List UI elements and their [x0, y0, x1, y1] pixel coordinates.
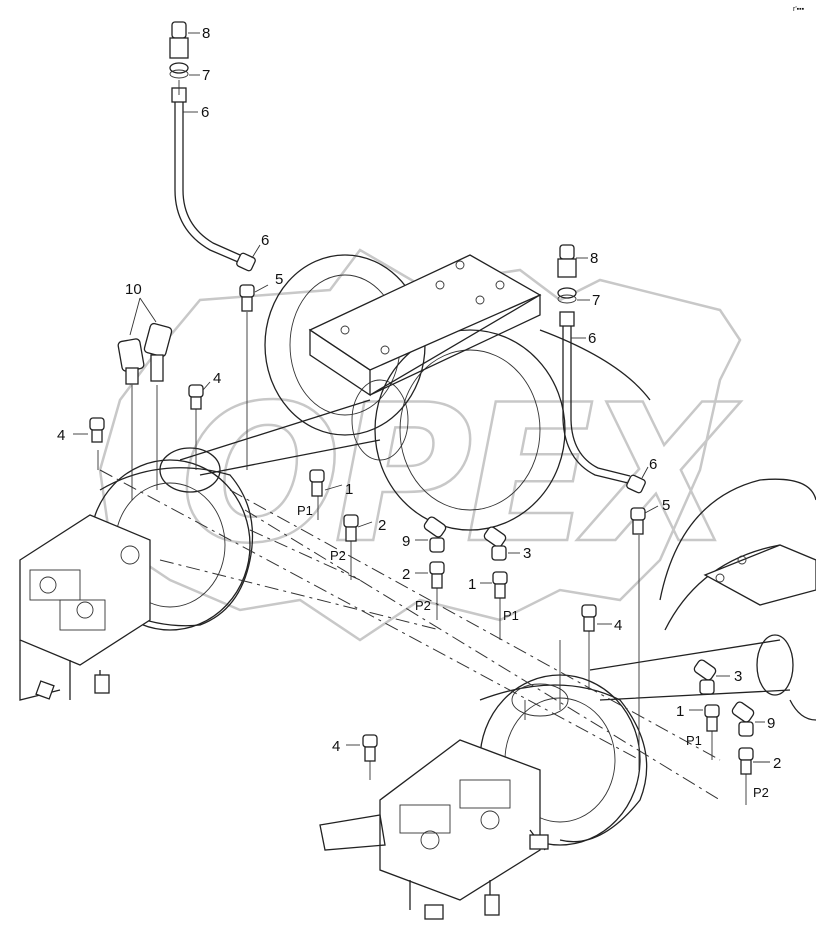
port-label-p1: P1: [297, 503, 313, 518]
port-labels: P1 P2 P2 P1 P1 P2: [297, 503, 769, 800]
callout-9: 9: [402, 533, 410, 550]
fitting-1-a-thread: [311, 481, 323, 497]
fitting-4-c[interactable]: [581, 604, 597, 618]
adapter-5-right-thread: [632, 519, 644, 535]
hose-6-right[interactable]: [562, 326, 629, 484]
fitting-2-a[interactable]: [343, 514, 359, 528]
port-label-p2: P2: [753, 785, 769, 800]
fittings: [89, 384, 755, 775]
callout-9: 9: [767, 715, 775, 732]
callout-7: 7: [592, 292, 600, 309]
callout-4: 4: [614, 617, 622, 634]
center-lines: [97, 312, 747, 805]
fitting-4-b[interactable]: [89, 417, 105, 431]
coupler-10-b[interactable]: [143, 322, 173, 358]
port-label-p1: P1: [503, 608, 519, 623]
hose-6-left[interactable]: [174, 102, 239, 263]
hose-end-6-right[interactable]: [559, 311, 575, 327]
fitting-2-b[interactable]: [429, 561, 445, 575]
watermark: OPEX: [98, 248, 751, 642]
callout-4: 4: [213, 370, 221, 387]
coupler-10-b-stem: [150, 354, 164, 382]
fitting-1-c-thread: [706, 716, 718, 732]
elbow-3-b[interactable]: [693, 659, 717, 682]
fitting-4-b-thread: [91, 429, 103, 443]
adapter-5-right[interactable]: [630, 507, 646, 521]
fitting-4-d[interactable]: [362, 734, 378, 748]
rear-axle-lower: [589, 478, 816, 721]
callout-4: 4: [57, 427, 65, 444]
adapter-5-left-thread: [241, 296, 253, 312]
fitting-1-a[interactable]: [309, 469, 325, 483]
callout-5: 5: [275, 271, 283, 288]
elbow-3-a-base: [491, 545, 507, 561]
callout-3: 3: [734, 668, 742, 685]
callout-2: 2: [378, 517, 386, 534]
elbow-6-left[interactable]: [236, 252, 256, 272]
corner-mark: r'▪▪▪: [793, 6, 805, 13]
callout-6: 6: [649, 456, 657, 473]
fitting-4-c-thread: [583, 616, 595, 632]
elbow-3-a[interactable]: [483, 526, 507, 549]
adapter-5-left[interactable]: [239, 284, 255, 298]
fitting-4-a[interactable]: [188, 384, 204, 398]
fitting-2-b-thread: [431, 573, 443, 589]
elbow-9-a[interactable]: [423, 516, 447, 539]
fitting-8-right[interactable]: [559, 244, 575, 260]
port-label-p2: P2: [415, 598, 431, 613]
callout-6: 6: [588, 330, 596, 347]
fitting-4-d-thread: [364, 746, 376, 762]
callout-2: 2: [402, 566, 410, 583]
fitting-1-b-thread: [494, 583, 506, 599]
fitting-1-b[interactable]: [492, 571, 508, 585]
quick-couplers-10: [117, 322, 173, 385]
fitting-4-a-thread: [190, 396, 202, 410]
fitting-8-right-body[interactable]: [557, 258, 577, 278]
callout-5: 5: [662, 497, 670, 514]
fitting-2-c-thread: [740, 759, 752, 775]
elbow-6-right[interactable]: [626, 474, 646, 494]
right-final-drive: [319, 674, 648, 920]
callout-8: 8: [202, 25, 210, 42]
port-label-p1: P1: [686, 733, 702, 748]
port-label-p2: P2: [330, 548, 346, 563]
callout-7: 7: [202, 67, 210, 84]
leader-lines: [73, 32, 770, 763]
callout-1: 1: [676, 703, 684, 720]
coupler-10-a-stem: [125, 367, 139, 385]
callout-labels: 8 7 6 6 5 10 4 4 1 2 9 3 2 1 8 7 6 6 5 4…: [57, 25, 781, 772]
callout-10: 10: [125, 281, 142, 298]
callout-6: 6: [201, 104, 209, 121]
callout-1: 1: [468, 576, 476, 593]
coupler-10-a[interactable]: [117, 338, 145, 372]
fitting-2-c[interactable]: [738, 747, 754, 761]
callout-1: 1: [345, 481, 353, 498]
elbow-9-a-base: [429, 537, 445, 553]
callout-8: 8: [590, 250, 598, 267]
callout-2: 2: [773, 755, 781, 772]
fitting-8-left[interactable]: [171, 21, 187, 39]
callout-4: 4: [332, 738, 340, 755]
callout-6: 6: [261, 232, 269, 249]
elbow-9-b[interactable]: [731, 701, 755, 724]
fitting-2-a-thread: [345, 526, 357, 542]
rear-axle-upper: [179, 254, 651, 531]
hose-assembly-right: [557, 244, 646, 535]
fitting-8-left-body[interactable]: [169, 37, 189, 59]
hose-assembly-left: [169, 21, 256, 312]
callout-3: 3: [523, 545, 531, 562]
elbow-9-b-base: [738, 721, 754, 737]
fitting-1-c[interactable]: [704, 704, 720, 718]
left-final-drive: [19, 447, 254, 701]
elbow-3-b-base: [699, 679, 715, 695]
watermark-text: OPEX: [180, 364, 742, 585]
